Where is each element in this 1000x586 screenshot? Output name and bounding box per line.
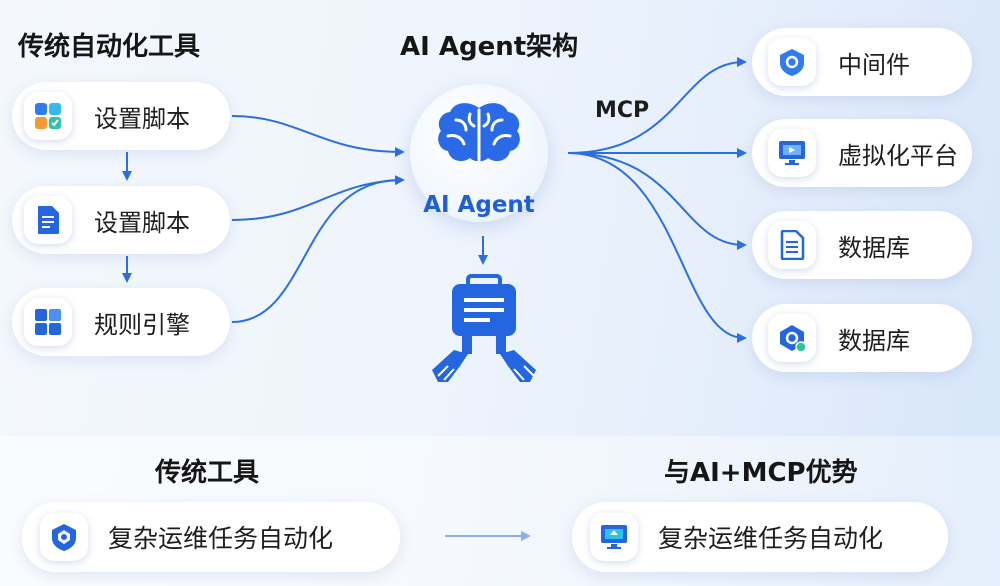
- document-icon: [24, 196, 72, 244]
- tiles-icon: [24, 298, 72, 346]
- traditional-tools-heading: 传统自动化工具: [18, 32, 201, 62]
- left-card-setup-script-2: 设置脚本: [12, 186, 230, 254]
- database-hexagon-icon: [768, 314, 816, 362]
- link-left-3-agent: [231, 178, 403, 323]
- link-agent-right-3: [567, 152, 747, 250]
- ai-agent-architecture-heading: AI Agent架构: [400, 32, 579, 62]
- right-card-label: 虚拟化平台: [838, 141, 958, 170]
- ai-agent-label: AI Agent: [423, 192, 535, 218]
- link-agent-right-4: [567, 152, 747, 343]
- bottom-card-label: 复杂运维任务自动化: [108, 524, 334, 553]
- left-card-rule-engine: 规则引擎: [12, 288, 230, 356]
- right-card-label: 数据库: [838, 233, 910, 262]
- left-card-label: 规则引擎: [94, 310, 190, 339]
- left-card-setup-script-1: 设置脚本: [12, 82, 230, 150]
- bottom-card-traditional: 复杂运维任务自动化: [22, 502, 400, 572]
- link-left-1-agent: [231, 115, 405, 157]
- brain-icon: [438, 103, 520, 162]
- ai-agent-node: [410, 84, 548, 222]
- left-card-label: 设置脚本: [94, 208, 190, 237]
- monitor-icon: [768, 129, 816, 177]
- bottom-advantage-heading: 与AI+MCP优势: [664, 458, 858, 488]
- app-grid-icon: [24, 92, 72, 140]
- link-agent-right-1: [567, 57, 747, 154]
- right-card-virtualization: 虚拟化平台: [752, 119, 972, 187]
- right-card-middleware: 中间件: [752, 28, 972, 96]
- middleware-shield-icon: [768, 38, 816, 86]
- right-card-label: 中间件: [838, 50, 910, 79]
- monitor-upload-icon: [590, 513, 638, 561]
- mcp-label: MCP: [595, 98, 650, 123]
- bottom-card-label: 复杂运维任务自动化: [658, 524, 884, 553]
- document-icon: [768, 221, 816, 269]
- bottom-traditional-heading: 传统工具: [155, 458, 260, 488]
- shield-gear-icon: [40, 513, 88, 561]
- right-card-database-2: 数据库: [752, 304, 972, 372]
- robot-hands-briefcase-icon: [432, 274, 536, 382]
- link-left-2-agent: [231, 175, 405, 221]
- right-card-label: 数据库: [838, 326, 910, 355]
- left-card-label: 设置脚本: [94, 104, 190, 133]
- right-card-database-1: 数据库: [752, 211, 972, 279]
- bottom-card-advantage: 复杂运维任务自动化: [572, 502, 948, 572]
